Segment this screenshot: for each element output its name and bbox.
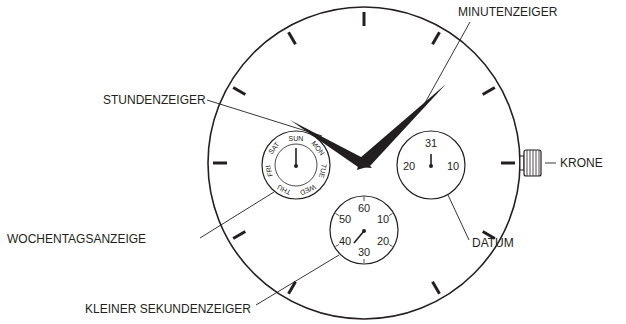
part-label: KRONE: [560, 157, 603, 169]
day-subdial: [262, 131, 330, 199]
seconds-number: 30: [358, 247, 370, 258]
minute-hand: [357, 84, 446, 170]
part-label: DATUM: [472, 237, 514, 249]
part-label: MINUTENZEIGER: [458, 6, 557, 18]
seconds-number: 10: [377, 214, 389, 225]
seconds-ticks: [335, 197, 392, 263]
part-label: STUNDENZEIGER: [103, 94, 206, 106]
seconds-hand-pivot: [362, 229, 366, 233]
date-number: 31: [425, 138, 437, 149]
watch-dial: [208, 7, 520, 319]
seconds-number: 50: [339, 214, 351, 225]
date-subdial: [397, 131, 465, 199]
crown-grooves: [527, 150, 539, 176]
seconds-number: 20: [377, 236, 389, 247]
part-label: KLEINER SEKUNDENZEIGER: [85, 303, 251, 315]
date-hand-pivot: [429, 164, 433, 168]
part-label: WOCHENTAGSANZEIGE: [7, 233, 146, 245]
hour-markers: [213, 12, 515, 294]
crown: [524, 150, 541, 176]
seconds-subdial: [330, 196, 398, 264]
date-number: 20: [403, 161, 415, 172]
day-inner-ring: [275, 144, 317, 186]
date-number: 10: [447, 161, 459, 172]
day-hand-pivot: [294, 164, 298, 168]
leader-lines: [200, 22, 556, 305]
seconds-hand: [354, 231, 364, 243]
weekday-label: SUN: [289, 134, 304, 141]
seconds-number: 60: [358, 203, 370, 214]
seconds-number: 40: [339, 236, 351, 247]
day-hand: [295, 148, 297, 166]
